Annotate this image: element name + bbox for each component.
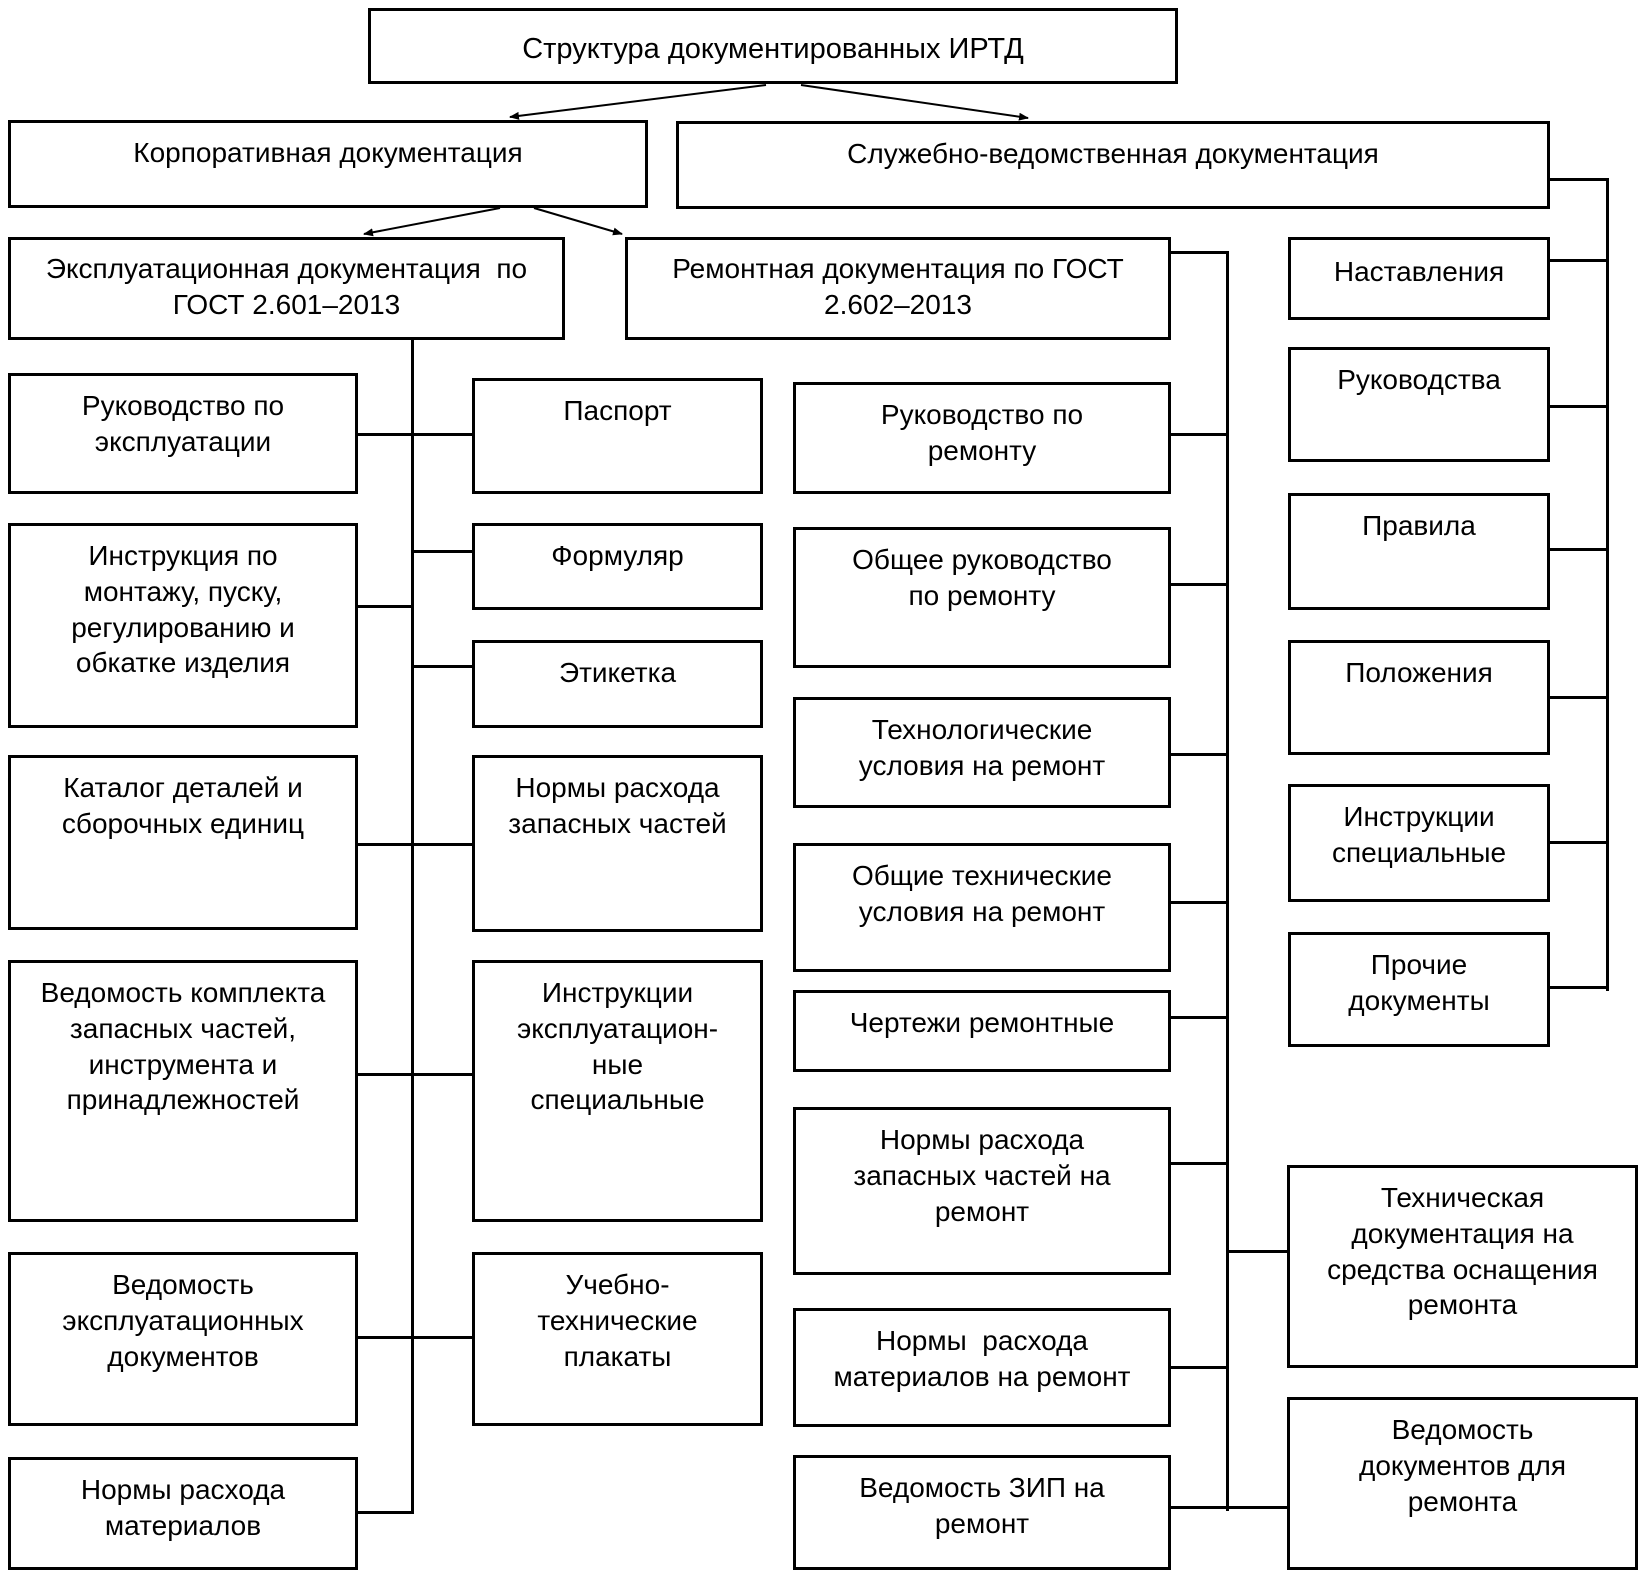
connector-op-matnorm xyxy=(358,1511,414,1514)
node-operational-docs-list: Ведомость эксплуатационных документов xyxy=(8,1252,358,1426)
connector-rules xyxy=(1550,548,1609,551)
node-repair-drawings: Чертежи ремонтные xyxy=(793,990,1171,1072)
node-special-operation-instructions: Инструкции эксплуатацион- ные специальны… xyxy=(472,960,763,1222)
connector-manuals xyxy=(1550,405,1609,408)
node-material-consumption-norms: Нормы расхода материалов xyxy=(8,1457,358,1570)
node-logbook: Формуляр xyxy=(472,523,763,610)
connector-rep-manual xyxy=(1171,433,1229,436)
connector-op-manual-passport xyxy=(358,433,472,436)
connector-fieldmanuals xyxy=(1550,259,1609,262)
connector-departmental-trunk xyxy=(1550,178,1609,181)
node-departmental-docs: Служебно-ведомственная документация xyxy=(676,121,1550,209)
node-repair-equipment-docs: Техническая документация на средства осн… xyxy=(1287,1165,1638,1368)
connector-catalog-sparenorms xyxy=(358,843,472,846)
connector-doclist-posters xyxy=(358,1336,472,1339)
node-manuals: Руководства xyxy=(1288,347,1550,462)
node-operational-docs-gost: Эксплуатационная документация по ГОСТ 2.… xyxy=(8,237,565,340)
node-repair-spare-parts-norms: Нормы расхода запасных частей на ремонт xyxy=(793,1107,1171,1275)
node-label: Этикетка xyxy=(472,640,763,728)
trunk-operational-children xyxy=(411,340,414,1514)
node-corporate-docs: Корпоративная документация xyxy=(8,120,648,208)
connector-rep-matnorm xyxy=(1171,1366,1229,1369)
node-training-posters: Учебно- технические плакаты xyxy=(472,1252,763,1426)
node-field-manuals: Наставления xyxy=(1288,237,1550,320)
connector-spta-specialinstr xyxy=(358,1073,472,1076)
node-repair-docs-gost: Ремонтная документация по ГОСТ 2.602–201… xyxy=(625,237,1171,340)
connector-sup-equipment xyxy=(1226,1250,1287,1253)
node-repair-documents-list: Ведомость документов для ремонта xyxy=(1287,1397,1638,1570)
node-installation-instruction: Инструкция по монтажу, пуску, регулирова… xyxy=(8,523,358,728)
connector-regulations xyxy=(1550,696,1609,699)
node-general-repair-manual: Общее руководство по ремонту xyxy=(793,527,1171,668)
node-repair-material-norms: Нормы расхода материалов на ремонт xyxy=(793,1308,1171,1427)
arrow-corporate-to-repair xyxy=(533,207,623,236)
connector-logbook xyxy=(411,550,472,553)
node-structure-title: Структура документированных ИРТД xyxy=(368,8,1178,84)
node-other-documents: Прочие документы xyxy=(1288,932,1550,1047)
node-spare-parts-norms: Нормы расхода запасных частей xyxy=(472,755,763,932)
node-repair-zip-list: Ведомость ЗИП на ремонт xyxy=(793,1455,1171,1570)
connector-rep-sparenorm xyxy=(1171,1162,1229,1165)
node-operation-manual: Руководство по эксплуатации xyxy=(8,373,358,494)
connector-rep-general xyxy=(1171,583,1229,586)
node-repair-process-specs: Технологические условия на ремонт xyxy=(793,697,1171,808)
node-parts-catalog: Каталог деталей и сборочных единиц xyxy=(8,755,358,930)
node-passport: Паспорт xyxy=(472,378,763,494)
node-rules: Правила xyxy=(1288,493,1550,610)
arrow-title-to-departmental xyxy=(800,84,1029,121)
connector-zip-supdoclist xyxy=(1171,1506,1287,1509)
node-general-repair-specs: Общие технические условия на ремонт xyxy=(793,843,1171,972)
node-special-instructions: Инструкции специальные xyxy=(1288,784,1550,902)
arrow-title-to-corporate xyxy=(509,84,767,120)
node-repair-manual: Руководство по ремонту xyxy=(793,382,1171,494)
connector-special xyxy=(1550,841,1609,844)
connector-op-install xyxy=(358,605,414,608)
trunk-repair-children xyxy=(1226,253,1229,1511)
connector-rep-drawings xyxy=(1171,1016,1229,1019)
node-spta-kit-list: Ведомость комплекта запасных частей, инс… xyxy=(8,960,358,1222)
connector-label xyxy=(411,665,472,668)
connector-repair-trunk xyxy=(1171,251,1229,254)
connector-rep-techcond xyxy=(1171,753,1229,756)
connector-other xyxy=(1550,986,1609,989)
node-regulations: Положения xyxy=(1288,640,1550,755)
arrow-corporate-to-operational xyxy=(363,207,501,237)
trunk-departmental-children xyxy=(1606,180,1609,991)
connector-rep-gentech xyxy=(1171,901,1229,904)
